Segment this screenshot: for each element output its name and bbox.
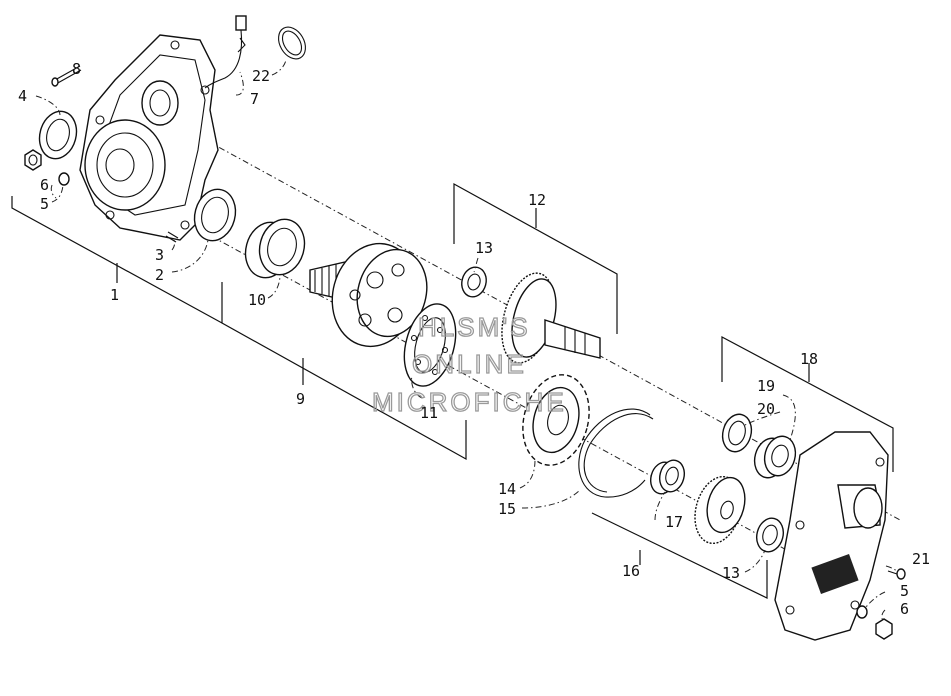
callout-5-right: 5 (900, 582, 909, 600)
callout-6-left: 6 (40, 176, 49, 194)
bolt (51, 65, 82, 87)
watermark-line-1: HLSM'S (418, 312, 531, 342)
drain-plug-left (24, 149, 42, 171)
callout-12: 12 (528, 191, 546, 209)
callout-11: 11 (420, 404, 438, 422)
callout-6-right: 6 (900, 600, 909, 618)
bracket-group-1 (11, 196, 223, 324)
watermark-line-2: ONLINE (412, 349, 527, 379)
output-gear (694, 475, 746, 545)
watermark-line-3: MICROFICHE (372, 387, 567, 417)
callout-13-upper: 13 (475, 239, 493, 257)
oil-seal (193, 188, 237, 242)
bearing-17 (649, 459, 686, 495)
callout-22: 22 (252, 67, 270, 85)
callout-16: 16 (622, 562, 640, 580)
callout-2: 2 (155, 266, 164, 284)
bolt-right (887, 568, 906, 580)
snap-ring (578, 408, 654, 498)
callouts: 1 2 3 4 5 6 7 8 9 10 11 12 13 13 14 15 1… (18, 60, 930, 618)
callout-15: 15 (498, 500, 516, 518)
planetary-carrier (309, 242, 428, 348)
bracket-group-18 (721, 336, 894, 472)
leader-lines (35, 59, 898, 623)
callout-7: 7 (250, 90, 259, 108)
sprag-clutch (403, 303, 457, 387)
callout-20: 20 (757, 400, 775, 418)
callout-4: 4 (18, 87, 27, 105)
bearing-right (753, 435, 797, 479)
speed-sensor (204, 15, 247, 89)
callout-10: 10 (248, 291, 266, 309)
callout-19: 19 (757, 377, 775, 395)
driven-gear-shaft (501, 272, 601, 364)
small-bearing-upper (461, 266, 487, 298)
bracket-group-9 (221, 282, 467, 461)
callout-21: 21 (912, 550, 930, 568)
callout-14: 14 (498, 480, 516, 498)
o-ring (278, 26, 306, 60)
gearcase-cover (774, 431, 889, 641)
transmission-case (79, 34, 219, 241)
callout-13-lower: 13 (722, 564, 740, 582)
callout-9: 9 (296, 390, 305, 408)
callout-5-left: 5 (40, 195, 49, 213)
washer-left (58, 172, 70, 186)
callout-18: 18 (800, 350, 818, 368)
watermark: HLSM'S ONLINE MICROFICHE (371, 311, 567, 417)
bracket-group-16 (591, 512, 768, 599)
small-bearing-lower (755, 517, 785, 553)
seal-right (721, 413, 753, 453)
bearing (244, 218, 306, 279)
washer-right (856, 605, 868, 619)
callout-17: 17 (665, 513, 683, 531)
callout-1: 1 (110, 286, 119, 304)
callout-8: 8 (72, 60, 81, 78)
drain-plug-right (875, 618, 893, 640)
callout-3: 3 (155, 246, 164, 264)
bracket-group-12 (453, 182, 618, 334)
sprocket (522, 374, 590, 466)
oil-seal-left (38, 110, 78, 160)
